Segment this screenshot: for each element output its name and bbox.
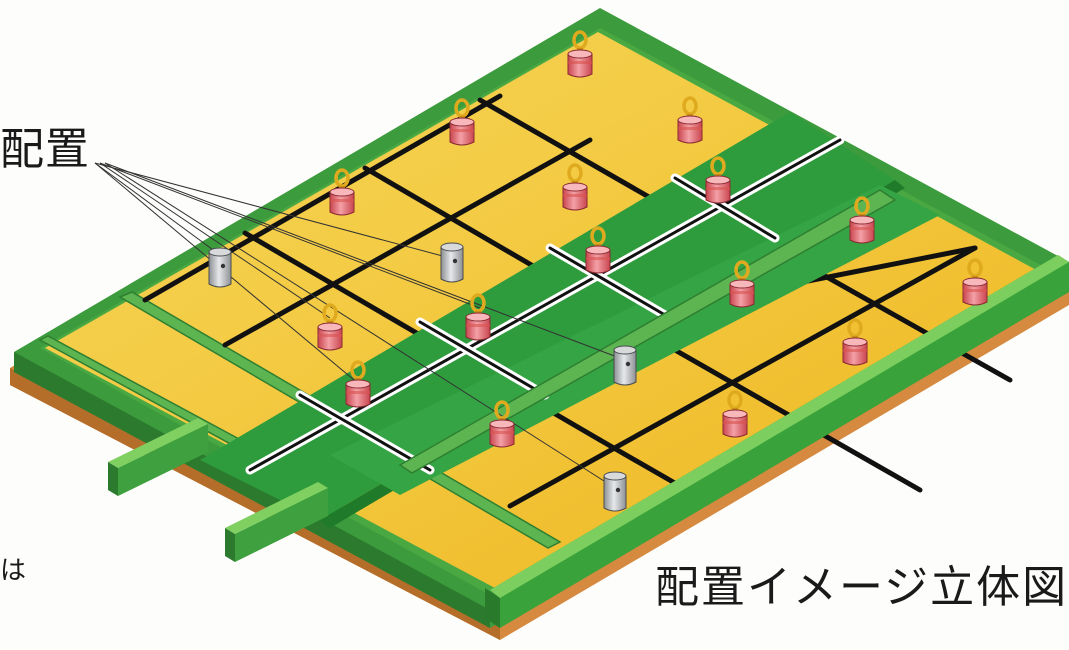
hanging-device — [317, 303, 343, 351]
leader-lines — [94, 162, 626, 489]
hanging-device — [962, 258, 988, 306]
hanging-device — [465, 293, 491, 341]
cylinder-device — [603, 471, 627, 512]
hanging-device — [729, 260, 755, 308]
hanging-device — [562, 163, 588, 211]
cylinder-device — [440, 242, 464, 283]
hanging-device — [849, 196, 875, 244]
hanging-device — [329, 168, 355, 216]
front-wall — [485, 255, 1069, 628]
center-rib — [398, 189, 897, 474]
walkway-rails — [245, 135, 845, 475]
fragment-label: は — [0, 556, 27, 586]
diagram-caption: 配置イメージ立体図 — [655, 562, 1069, 613]
hanging-device — [705, 156, 731, 204]
hanging-device — [842, 318, 868, 366]
cylinder-devices — [208, 242, 637, 512]
hanging-device — [585, 226, 611, 274]
callout-label: 配置 — [0, 124, 90, 175]
hanging-devices — [317, 30, 988, 448]
cylinder-device — [613, 345, 637, 386]
hanging-device — [345, 360, 371, 408]
hanging-device — [489, 400, 515, 448]
protruding-timbers — [108, 418, 328, 562]
hanging-device — [449, 98, 475, 146]
cylinder-device — [208, 247, 232, 288]
hanging-device — [677, 96, 703, 144]
hanging-device — [567, 30, 593, 78]
hanging-device — [722, 390, 748, 438]
